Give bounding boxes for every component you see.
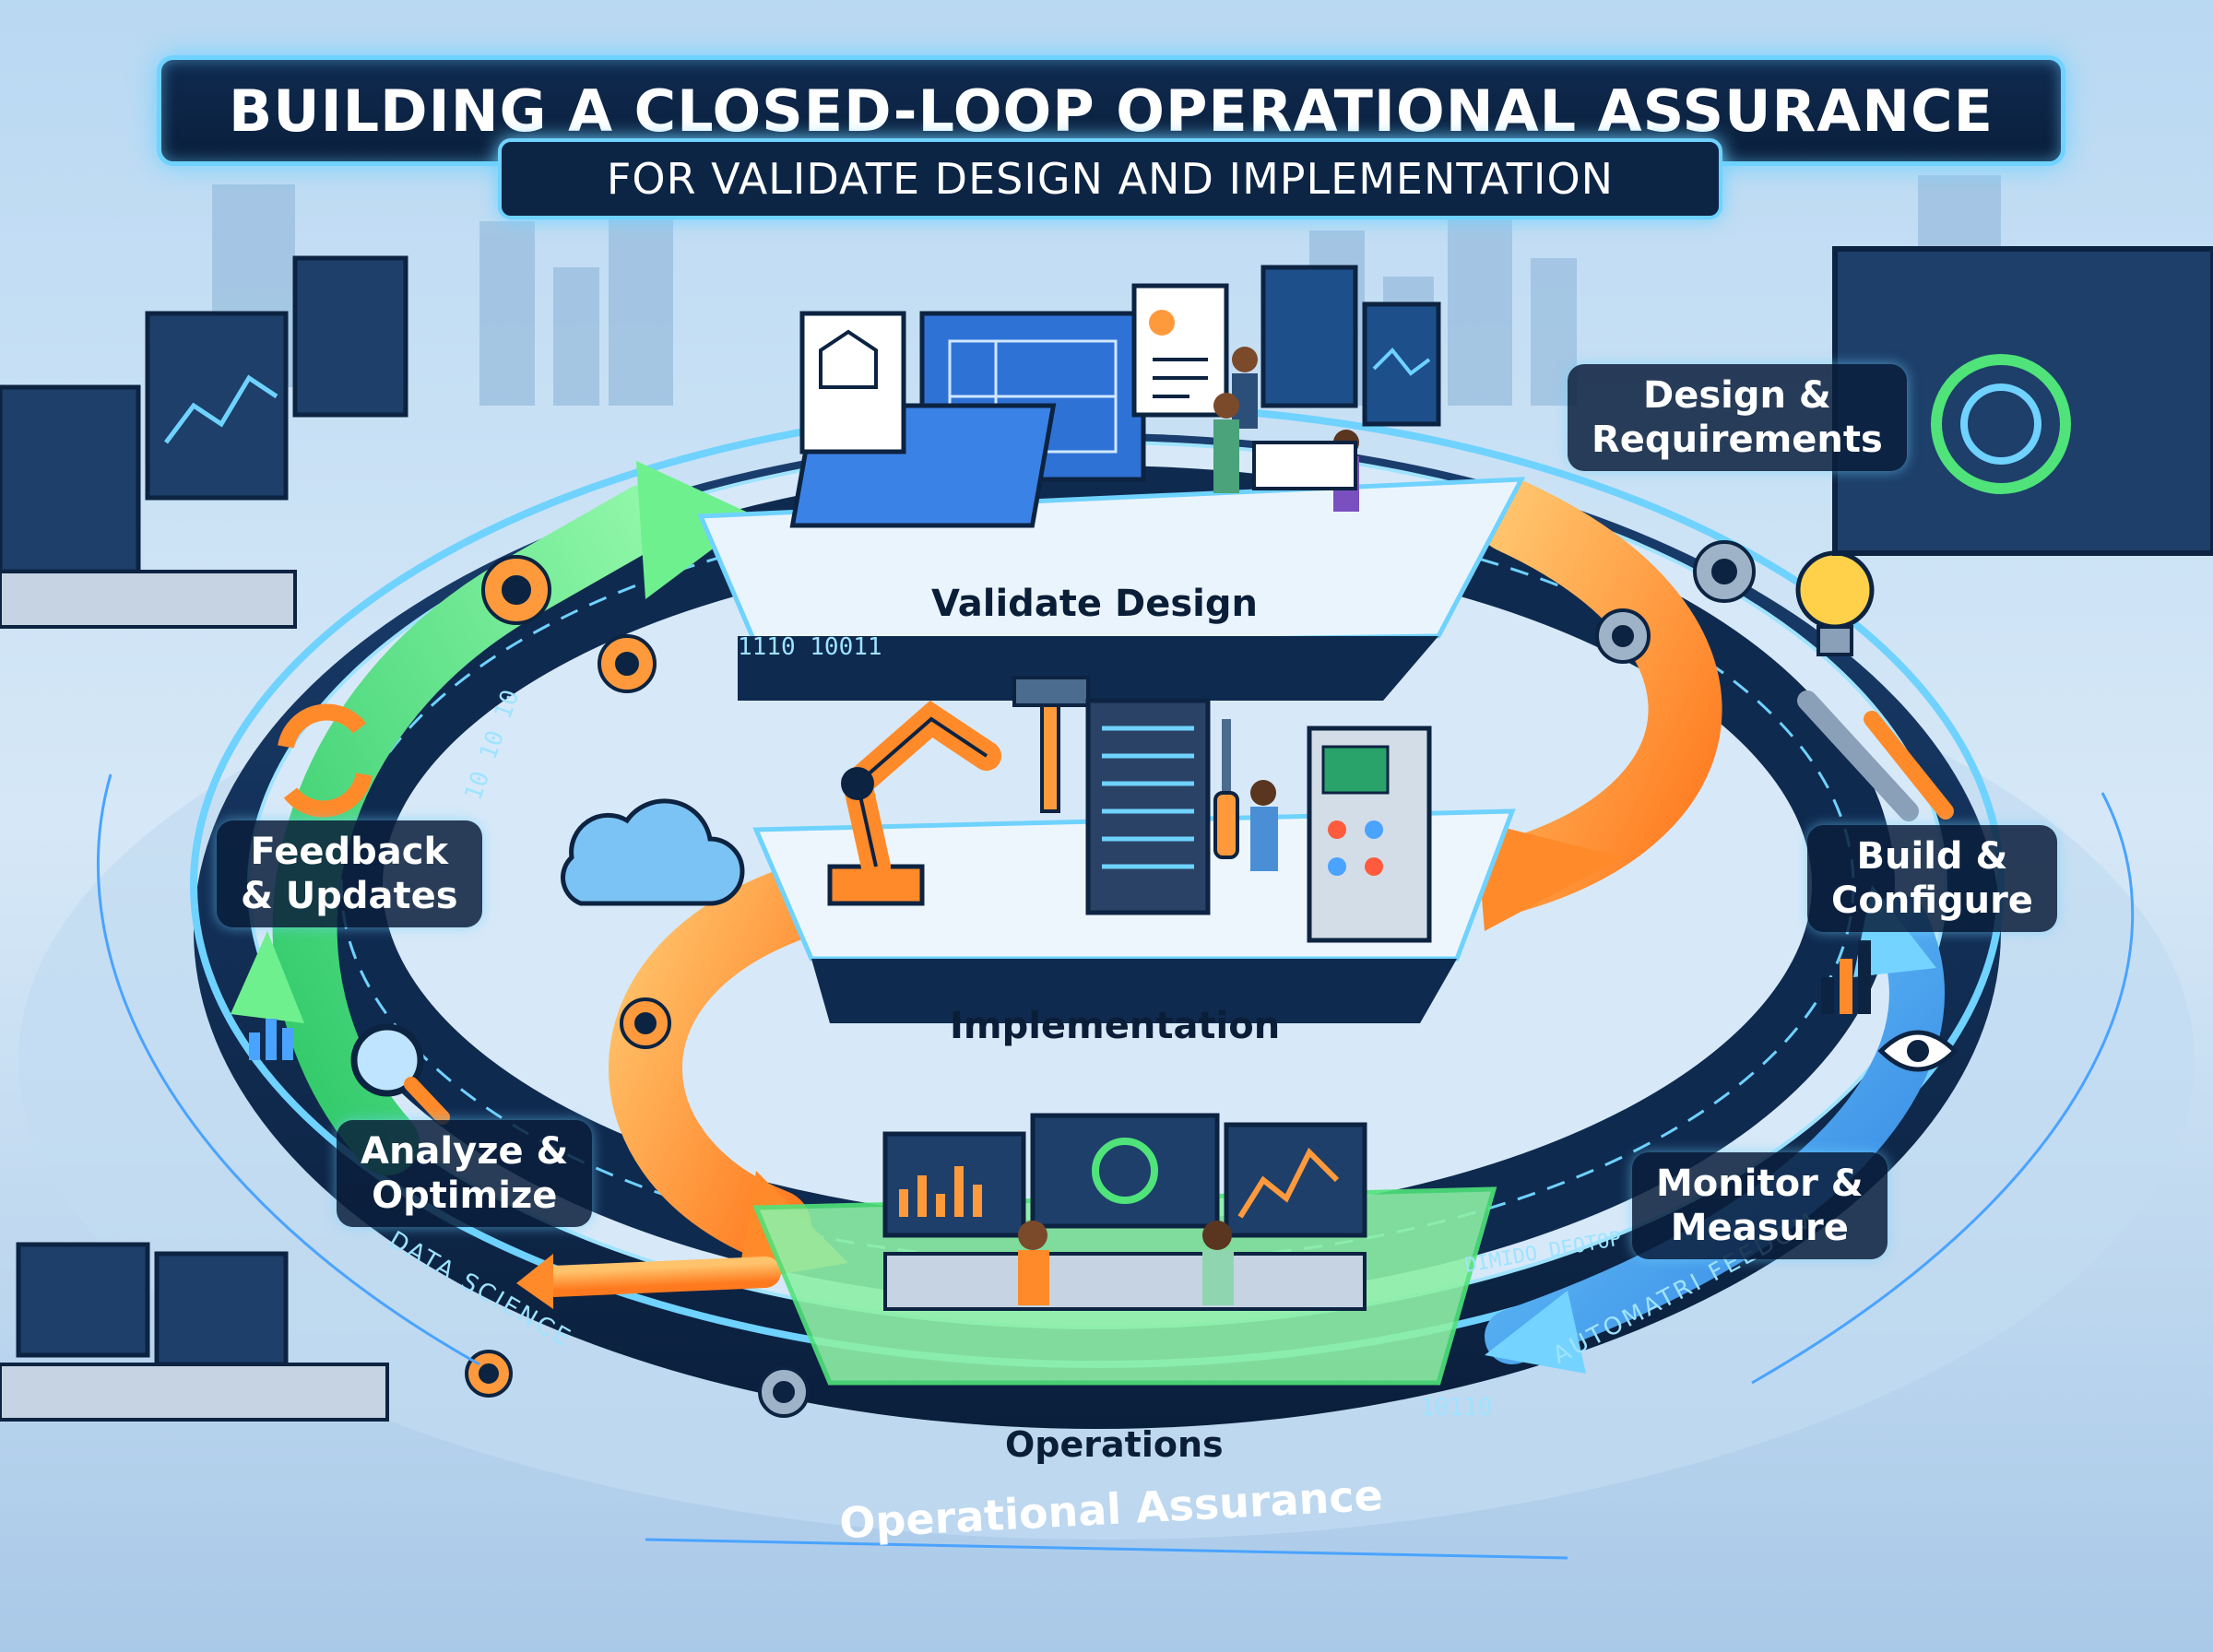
bar-chart-icon (249, 940, 1871, 1060)
step-build-configure-line1: Build & (1856, 835, 2008, 878)
control-room-bottom-left (0, 1242, 389, 1422)
people-designers (1213, 347, 1359, 512)
robot-arm-icon (827, 700, 1001, 906)
stage-operations: Operations (1005, 1424, 1224, 1465)
step-design-requirements-line1: Design & (1643, 374, 1831, 417)
page-subtitle: FOR VALIDATE DESIGN AND IMPLEMENTATION (606, 154, 1615, 204)
implementation-band (811, 959, 1457, 1023)
step-design-requirements-line2: Requirements (1592, 419, 1883, 461)
blue-loop-arrow (1485, 894, 1945, 1364)
validate-design-band (738, 636, 1438, 701)
step-analyze-optimize-line1: Analyze & (361, 1130, 569, 1173)
step-design-requirements: Design & Requirements (1568, 364, 1907, 471)
step-monitor-measure-line1: Monitor & (1656, 1162, 1864, 1205)
step-monitor-measure: Monitor & Measure (1632, 1152, 1888, 1259)
orange-arrow-head-analyze (516, 1254, 553, 1309)
magnifier-icon (350, 1023, 450, 1125)
subtitle-banner: FOR VALIDATE DESIGN AND IMPLEMENTATION (498, 138, 1722, 219)
step-feedback-updates: Feedback & Updates (217, 820, 482, 927)
orange-arrow-right (1475, 479, 1722, 913)
circuit-lines (97, 773, 2135, 1560)
control-room-left (0, 255, 408, 629)
orange-arrow-center (609, 867, 830, 1263)
green-arrow-head-small (231, 931, 304, 1023)
step-build-configure: Build & Configure (1807, 825, 2057, 932)
monitor-icon (1260, 265, 1441, 427)
cloud-icon (561, 798, 745, 906)
control-panel-icon (1250, 726, 1432, 943)
green-arrow-head (636, 461, 756, 599)
blue-arrow-head-bottom (1485, 1291, 1586, 1374)
eye-icon (1877, 1030, 1959, 1072)
operations-monitors (882, 1113, 1367, 1311)
orange-arrow-to-analyze (538, 1257, 781, 1297)
step-feedback-updates-line1: Feedback (250, 831, 449, 873)
control-room-right (1832, 246, 2213, 556)
step-build-configure-line2: Configure (1831, 879, 2033, 922)
document-icon (799, 283, 1229, 454)
orange-arrow-head-right (1475, 820, 1623, 931)
screwdriver-icon (1213, 719, 1239, 859)
gear-icon (465, 540, 1756, 1418)
step-analyze-optimize-line2: Optimize (372, 1174, 558, 1217)
wrench-icon (1797, 690, 1954, 821)
step-analyze-optimize: Analyze & Optimize (337, 1120, 593, 1227)
server-rack-icon (1085, 698, 1211, 915)
step-monitor-measure-line2: Measure (1670, 1207, 1849, 1249)
hammer-icon (1012, 676, 1090, 813)
binary-bottom: 10110 (1420, 1394, 1492, 1422)
stage-implementation: Implementation (950, 1005, 1281, 1047)
refresh-icon (278, 703, 373, 818)
binary-top: 1110 10011 (738, 633, 882, 661)
step-feedback-updates-line2: & Updates (241, 875, 458, 917)
stage-validate-design: Validate Design (931, 583, 1258, 625)
page-title: BUILDING A CLOSED-LOOP OPERATIONAL ASSUR… (229, 77, 1994, 145)
